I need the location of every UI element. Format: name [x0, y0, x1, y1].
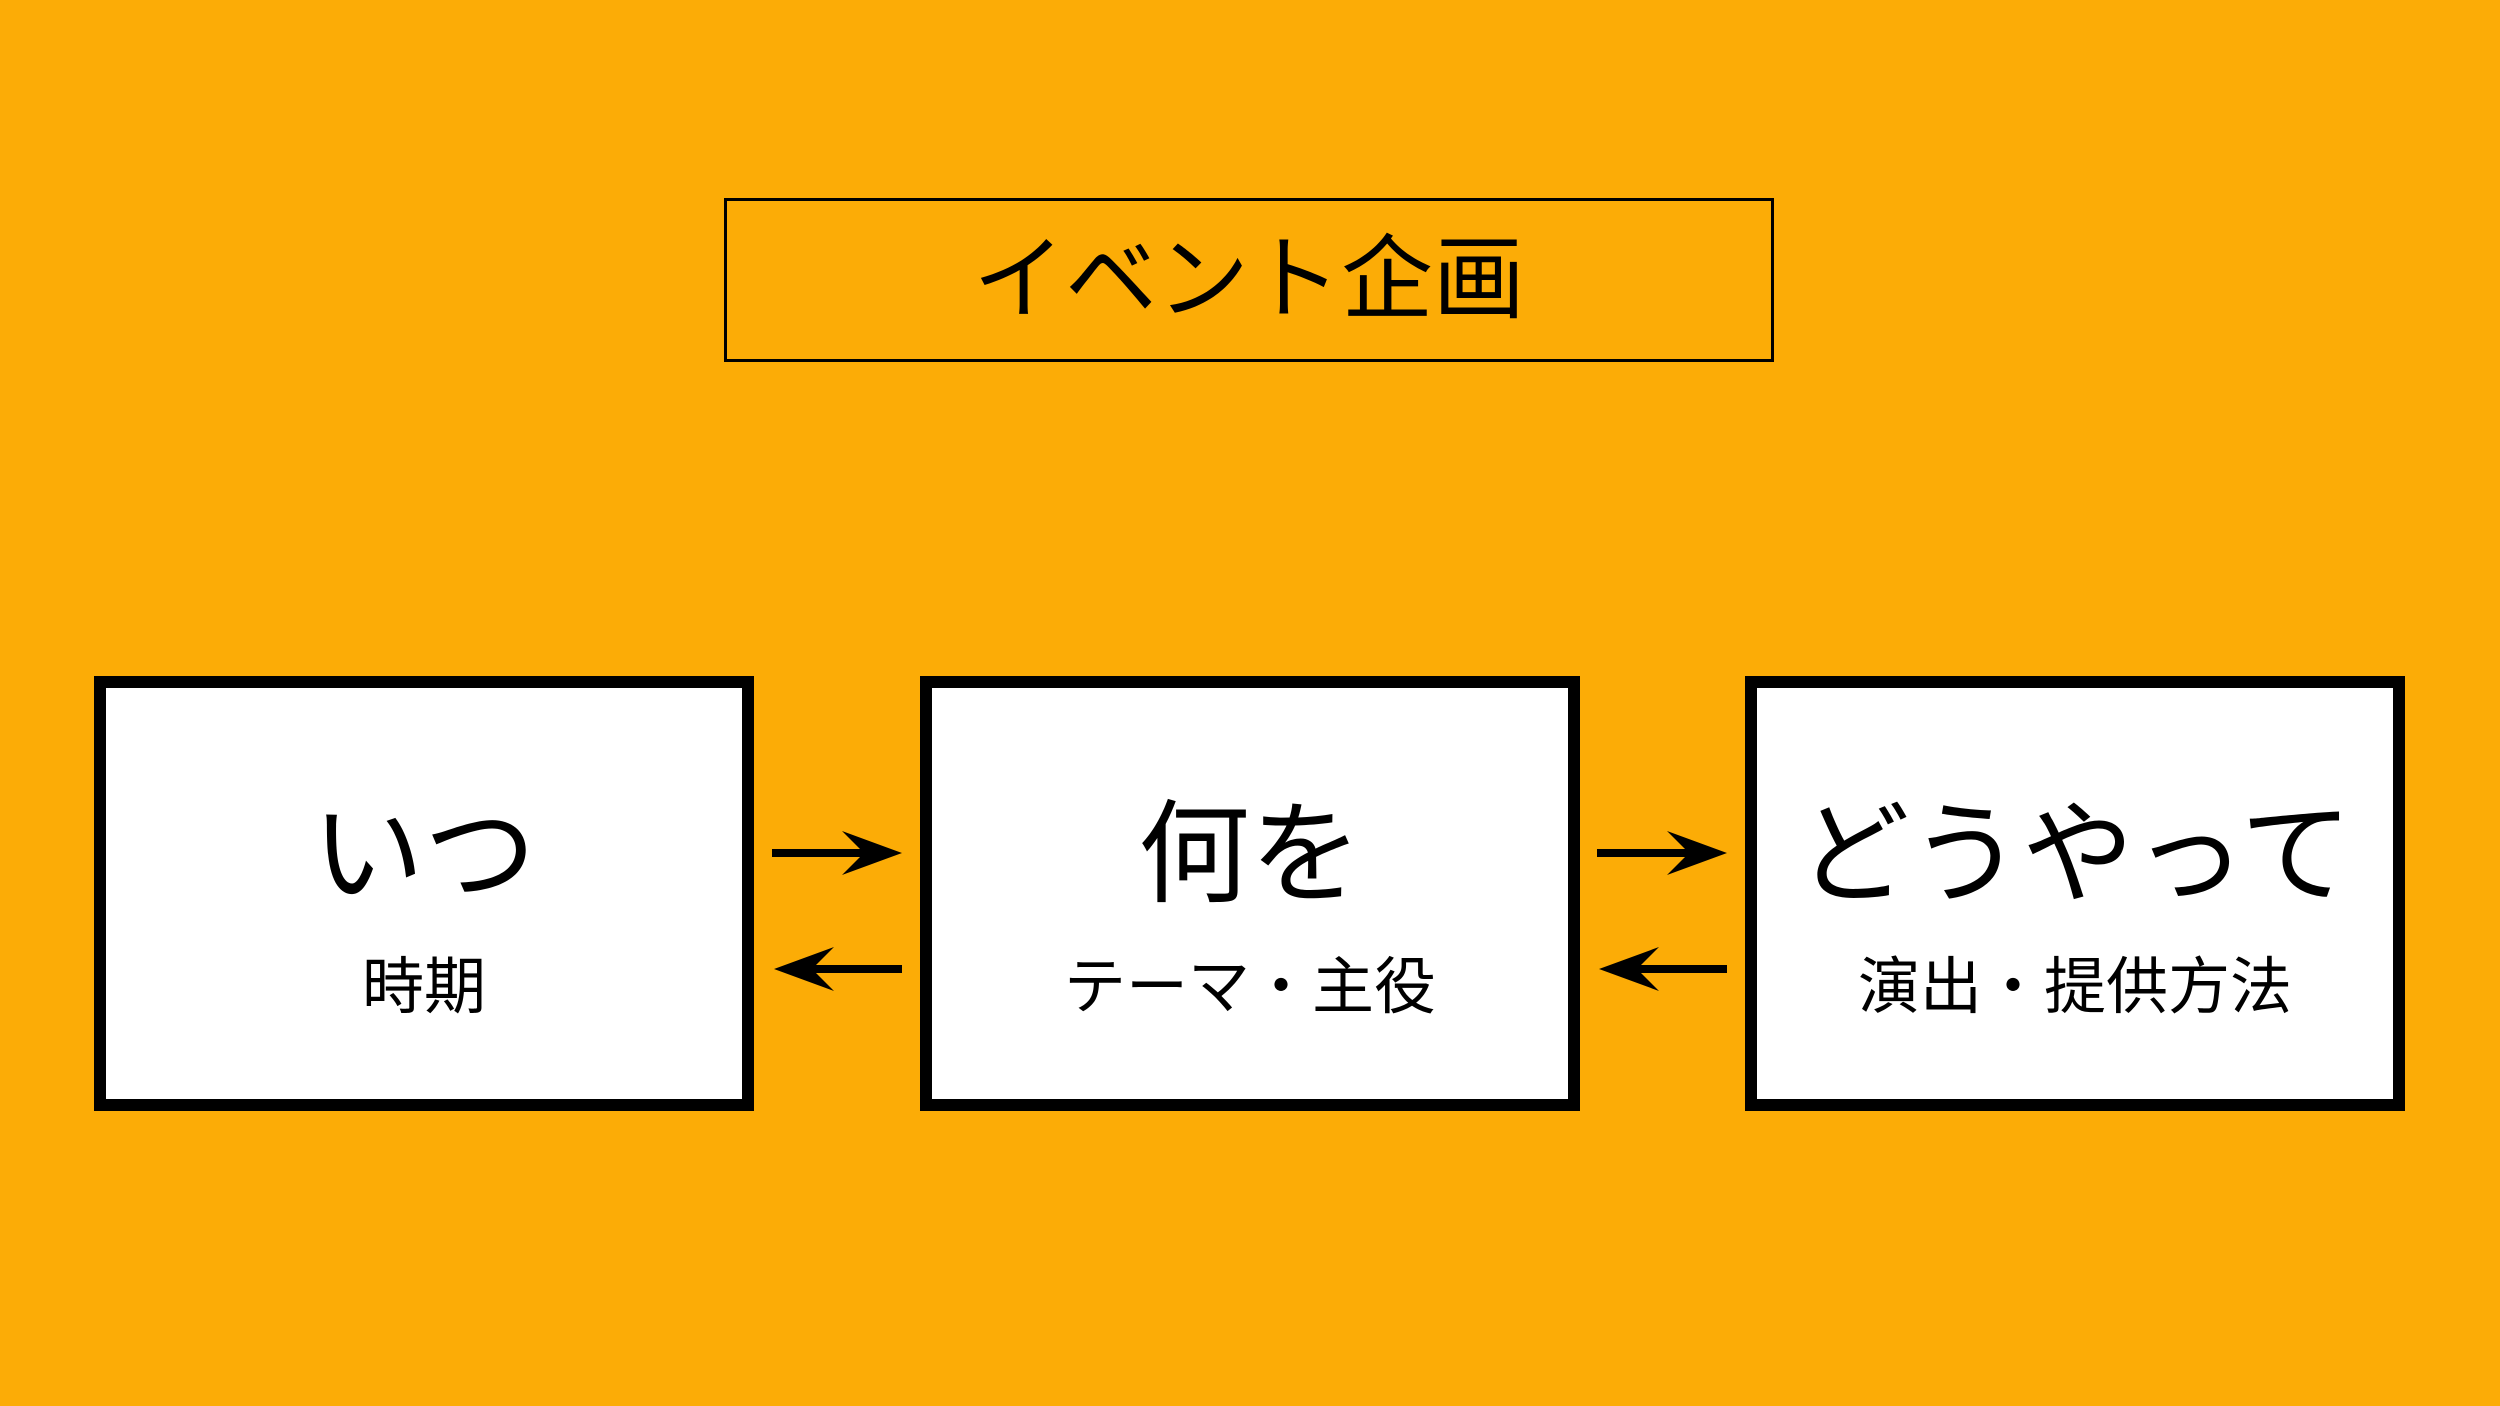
box-what: 何を テーマ・主役	[920, 676, 1580, 1111]
box-how: どうやって 演出・提供方法	[1745, 676, 2405, 1111]
arrow-right-2	[1597, 831, 1727, 875]
box-when-label: いつ	[312, 790, 536, 920]
box-when-sublabel: 時期	[361, 950, 486, 1023]
box-how-sublabel: 演出・提供方法	[1857, 950, 2292, 1023]
arrow-left-2	[1599, 947, 1727, 991]
box-what-sublabel: テーマ・主役	[1063, 950, 1436, 1023]
arrow-right-1	[772, 831, 902, 875]
title-box: イベント企画	[724, 198, 1774, 362]
box-how-label: どうやって	[1797, 790, 2353, 920]
box-what-label: 何を	[1138, 790, 1362, 920]
box-when: いつ 時期	[94, 676, 754, 1111]
arrow-left-1	[774, 947, 902, 991]
title: イベント企画	[972, 226, 1525, 333]
